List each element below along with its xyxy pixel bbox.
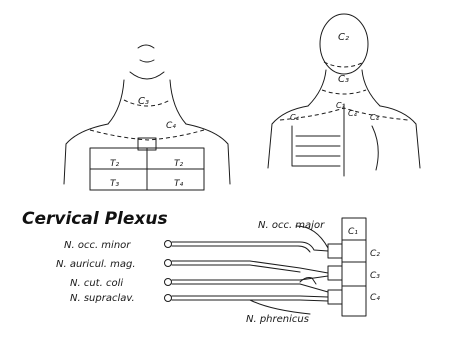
label-auricul-mag: N. auricul. mag. (56, 259, 136, 270)
back-label-c3-mid: C₃ (336, 101, 345, 110)
endpoint-supraclav (165, 295, 172, 302)
back-neck-left (308, 70, 326, 106)
front-neck-left (108, 80, 124, 124)
front-label-c3: C₃ (138, 96, 149, 107)
front-shoulder-right (186, 124, 230, 184)
back-neck-right (362, 70, 380, 106)
root-box-c2 (328, 244, 342, 258)
nerve-occ-minor-line-2 (172, 246, 310, 252)
back-label-c4-left: C₄ (290, 113, 300, 122)
diagram-title: Cervical Plexus (22, 209, 168, 229)
back-head (320, 14, 368, 74)
nerve-cut-coli-line-2 (172, 284, 328, 292)
front-label-t3: T₃ (110, 179, 119, 189)
spine-segment-c4: C₄ (370, 293, 380, 303)
front-label-t4: T₄ (174, 179, 183, 189)
back-right-scapula (372, 126, 378, 170)
label-cut-coli: N. cut. coli (70, 278, 123, 289)
back-view: C₂ C₃ C₃ C₄ C₄ C₄ (268, 14, 420, 176)
label-occ-major: N. occ. major (258, 220, 325, 231)
front-nose (138, 45, 154, 48)
nerve-phrenicus-line (250, 300, 310, 314)
root-box-c3 (328, 266, 342, 280)
back-label-c4-right: C₄ (370, 113, 380, 122)
back-c3-boundary (322, 90, 366, 94)
spine-segment-c1: C₁ (348, 227, 358, 237)
nerve-auricul-line (172, 261, 328, 273)
front-view: C₃ C₄ T₂ T₂ T₃ T₄ (64, 45, 230, 190)
label-occ-minor: N. occ. minor (64, 240, 131, 251)
back-label-c4-mid: C₄ (348, 109, 358, 118)
front-shoulder-left (64, 124, 108, 184)
back-shoulder-left (268, 106, 308, 168)
endpoint-occ-minor (165, 241, 172, 248)
endpoint-auricul (165, 260, 172, 267)
root-box-c4 (328, 290, 342, 304)
back-label-c3: C₃ (338, 74, 349, 85)
nerve-supraclav-line (172, 296, 328, 297)
front-neck-right (170, 80, 186, 124)
back-label-c2: C₂ (338, 32, 349, 43)
label-supraclav: N. supraclav. (70, 293, 135, 304)
endpoint-cut-coli (165, 279, 172, 286)
back-shoulder-right (380, 106, 420, 168)
nerve-cut-coli-line (172, 276, 328, 280)
front-label-c4: C₄ (166, 121, 176, 131)
front-mouth (140, 60, 154, 62)
front-chin (130, 72, 164, 79)
front-label-t2-left: T₂ (110, 159, 119, 169)
spine-segment-c2: C₂ (370, 249, 380, 259)
back-c2-boundary (324, 62, 364, 67)
plexus-schematic: Cervical Plexus C₁ C₂ C₃ C₄ N. occ. mino… (22, 209, 380, 325)
nerve-auricul-line-2 (172, 265, 300, 272)
spine-segment-c3: C₃ (370, 271, 380, 281)
label-phrenicus: N. phrenicus (246, 314, 309, 325)
front-label-t2-right: T₂ (174, 159, 183, 169)
